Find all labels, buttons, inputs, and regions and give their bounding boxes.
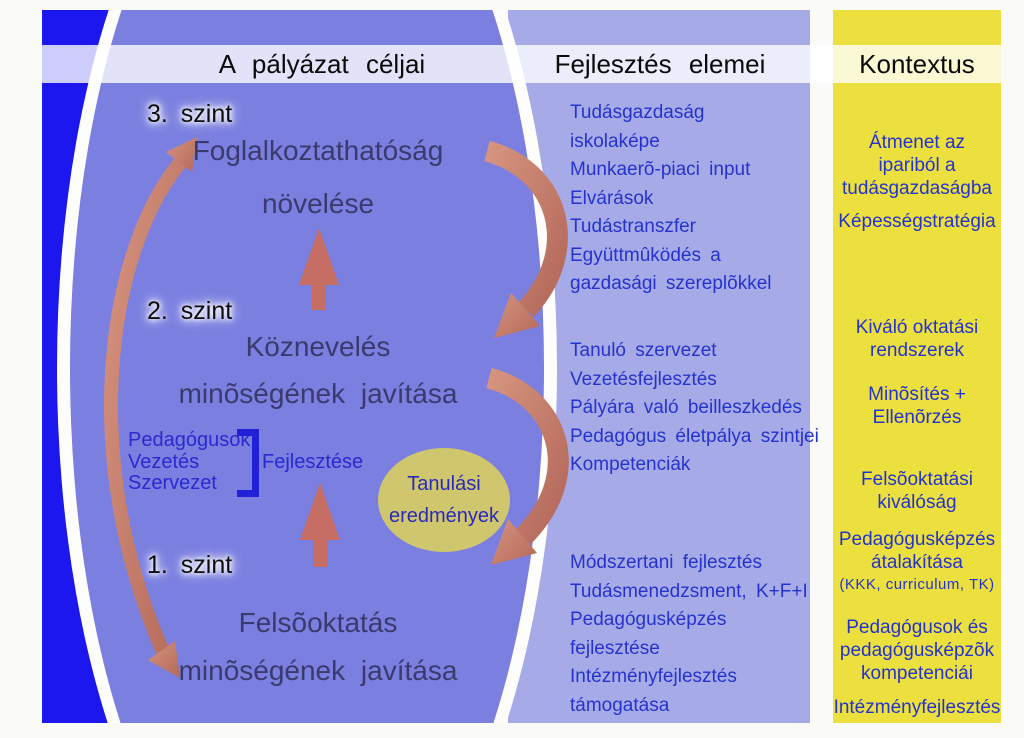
learning-outcomes-line1: Tanulási [407, 472, 481, 495]
goals-column-title: A pályázat céljai [218, 49, 426, 79]
development-item-szervezet: Szervezet [128, 472, 217, 494]
context-column-background [833, 10, 1001, 723]
element-item: Vezetésfejlesztés [570, 368, 717, 390]
context-block-qualification: Minõsítés + Ellenõrzés [827, 383, 1007, 429]
context-block-transition: Átmenet az ipariból a tudásgazdaságba [827, 131, 1007, 200]
level2-goal-line2: minõségének javítása [178, 378, 458, 409]
context-line: rendszerek [870, 340, 964, 361]
elements-column-background [508, 10, 810, 723]
elements-group-level2: Tanuló szervezet Vezetésfejlesztés Pályá… [570, 337, 820, 480]
context-line: kiválóság [877, 492, 957, 513]
learning-outcomes-ellipse: Tanulási eredmények [378, 448, 510, 552]
element-item: Együttmûködés a [570, 244, 721, 266]
level1-goal-line2: minõségének javítása [178, 655, 458, 686]
element-item: fejlesztése [570, 637, 660, 659]
development-label: Fejlesztése [262, 451, 364, 473]
elements-column-title: Fejlesztés elemei [554, 49, 766, 79]
context-block-excellent-systems: Kiváló oktatási rendszerek [827, 316, 1007, 362]
context-line: Képességstratégia [838, 211, 996, 232]
element-item: Tudásgazdaság [570, 102, 705, 123]
context-line: kompetenciái [861, 663, 973, 684]
header-band [42, 45, 1001, 83]
elements-group-level1: Módszertani fejlesztés Tudásmenedzsment,… [570, 549, 820, 720]
context-block-institution: Intézményfejlesztés [827, 696, 1007, 719]
element-item: Pedagógusképzés [570, 609, 727, 630]
element-item: Tanuló szervezet [570, 340, 717, 361]
development-items: Pedagógusok Vezetés Szervezet [128, 429, 251, 495]
development-item-vezetes: Vezetés [128, 450, 200, 473]
context-line: Ellenõrzés [872, 407, 962, 428]
development-item-pedagogusok: Pedagógusok [128, 429, 251, 451]
context-line: Átmenet az [868, 132, 966, 153]
context-block-he-excellence: Felsõoktatási kiválóság [827, 468, 1007, 514]
context-line: átalakítása [871, 552, 963, 573]
elements-group-level3: Tudásgazdaság iskolaképe Munkaerõ-piaci … [570, 99, 820, 299]
element-item: Pedagógus életpálya szintjei [570, 425, 819, 447]
context-block-strategy: Képességstratégia [827, 210, 1007, 233]
element-item: Tudásmenedzsment, K+F+I [570, 580, 808, 602]
context-block-competences: Pedagógusok és pedagógusképzõk kompetenc… [827, 616, 1007, 685]
element-item: Elvárások [570, 187, 654, 209]
level3-tag: 3. szint [147, 100, 233, 128]
context-line: Minõsítés + [868, 384, 966, 405]
context-note-kkk: (KKK, curriculum, TK) [839, 576, 995, 593]
context-line: Pedagógusok és [846, 617, 988, 638]
context-line: pedagógusképzõk [839, 640, 995, 661]
context-line: ipariból a [878, 155, 956, 176]
element-item: gazdasági szereplõkkel [570, 273, 772, 294]
context-line: tudásgazdaságba [841, 178, 992, 199]
context-block-teacher-training: Pedagógusképzés átalakítása [827, 528, 1007, 574]
context-column-title: Kontextus [859, 49, 975, 79]
element-item: Tudástranszfer [570, 216, 697, 237]
grouping-bracket [237, 429, 259, 497]
context-line: Intézményfejlesztés [833, 697, 1001, 718]
context-line: Kiváló oktatási [855, 317, 979, 338]
level3-goal-line2: növelése [261, 188, 375, 219]
element-item: Munkaerõ-piaci input [570, 159, 751, 180]
element-item: Módszertani fejlesztés [570, 552, 762, 573]
level3-goal-line1: Foglalkoztathatóság [192, 135, 444, 166]
level1-goal-line1: Felsõoktatás [238, 607, 398, 638]
level1-tag: 1. szint [147, 551, 233, 579]
context-line: Pedagógusképzés [838, 529, 996, 550]
context-line: Felsõoktatási [861, 469, 973, 490]
element-item: Intézményfejlesztés [570, 666, 737, 687]
element-item: támogatása [570, 694, 670, 716]
learning-outcomes-line2: eredmények [388, 504, 500, 527]
element-item: iskolaképe [570, 130, 660, 152]
element-item: Kompetenciák [570, 454, 691, 475]
level2-goal-line1: Köznevelés [245, 331, 391, 362]
level2-tag: 2. szint [147, 297, 233, 325]
element-item: Pályára való beilleszkedés [570, 397, 802, 418]
